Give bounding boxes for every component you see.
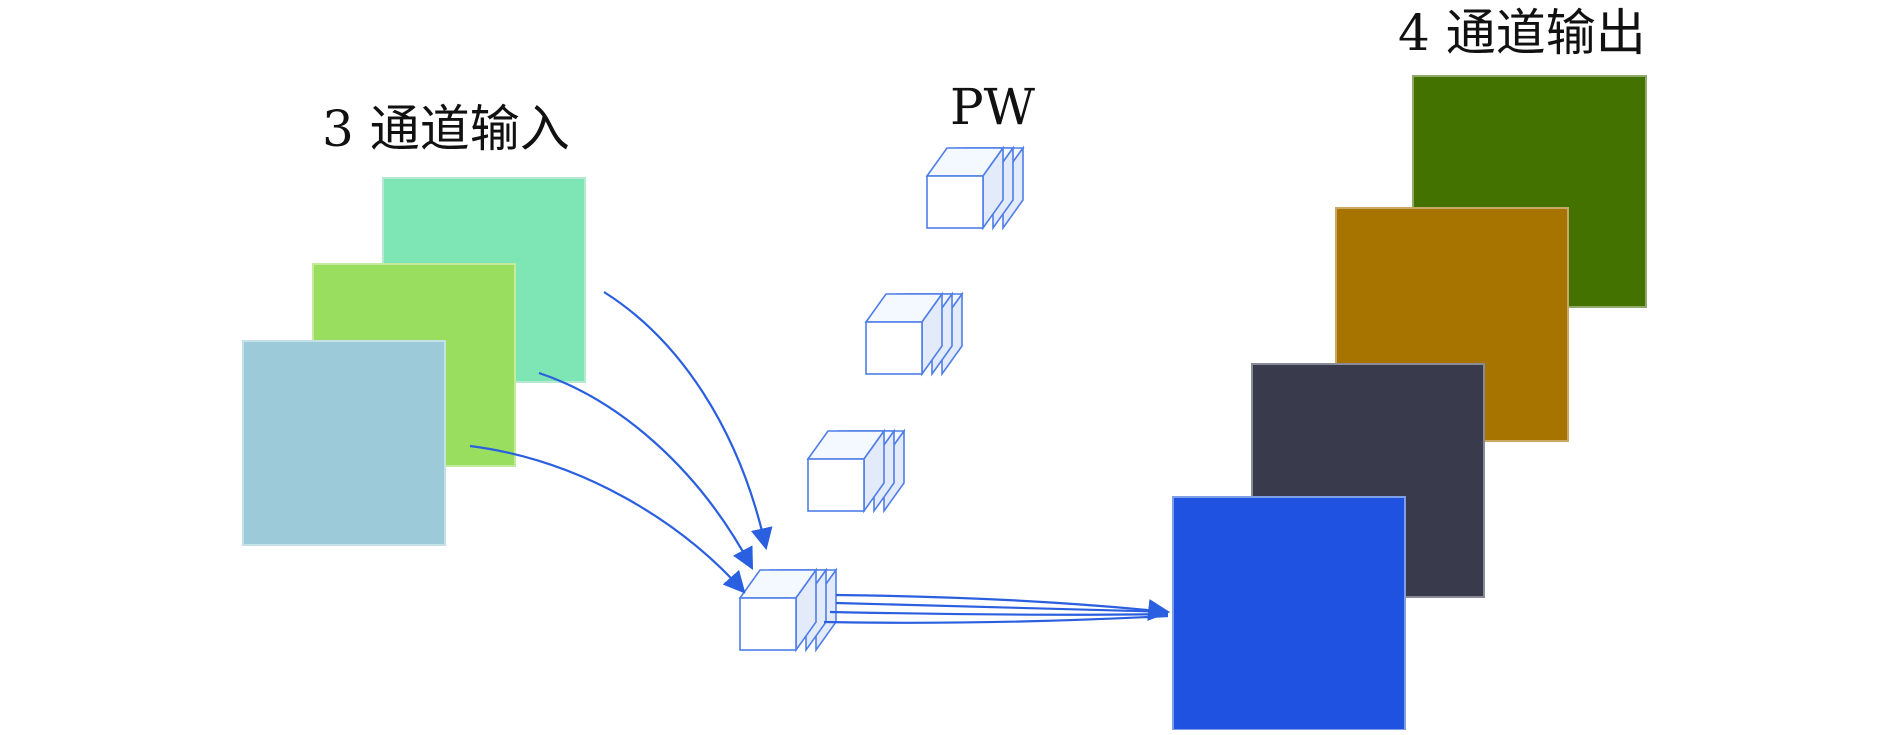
input-channels-label: 3 通道输入 — [322, 100, 570, 158]
arrow-out-2 — [835, 601, 1169, 614]
input-arrows — [469, 291, 773, 594]
pw-kernel-3 — [806, 428, 906, 514]
arrow-channel-1 — [603, 291, 773, 551]
arrow-channel-2 — [538, 371, 754, 570]
output-channels-label: 4 通道输出 — [1398, 4, 1646, 62]
pw-kernels — [738, 145, 1025, 653]
pw-kernel-1 — [925, 145, 1025, 231]
output-channels — [1172, 75, 1647, 731]
pw-label: PW — [950, 78, 1036, 136]
pw-kernel-2 — [864, 291, 964, 377]
arrow-out-4 — [823, 614, 1169, 624]
arrow-out-1 — [835, 593, 1171, 621]
output-channel-4 — [1172, 496, 1406, 731]
input-channels — [242, 177, 586, 546]
output-arrows — [823, 593, 1171, 624]
pw-kernel-4 — [738, 567, 838, 653]
arrow-out-3 — [829, 610, 1169, 616]
arrow-channel-3 — [469, 444, 746, 594]
input-channel-3 — [242, 340, 446, 546]
